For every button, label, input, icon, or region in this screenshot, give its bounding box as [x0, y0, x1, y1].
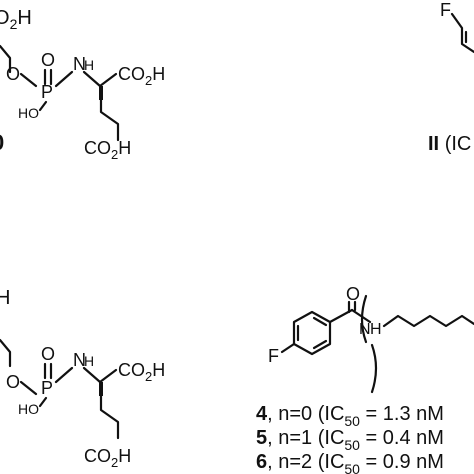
bottom-right-structure: F O H N 4, n=0 (IC50 = 1.3 nM 5, n=1 (IC… — [256, 284, 474, 474]
chain-bond — [0, 44, 12, 74]
side-chain-bonds — [99, 98, 120, 142]
co2h-label-side-2: CO2H — [84, 446, 131, 470]
p-n-bond-2 — [54, 366, 74, 384]
nh-hydrogen-label-2: H — [84, 353, 94, 369]
compound-label-partial: 0 — [0, 130, 4, 155]
phosphoryl-oxygen-label: O — [41, 50, 55, 70]
carbonyl-oxygen-label: O — [346, 284, 360, 304]
n-calpha-bond — [82, 70, 102, 88]
calpha-cooh-bond — [98, 72, 118, 88]
fluorine-label: F — [268, 346, 279, 366]
amide-nh-label: H — [370, 321, 382, 338]
c-f-bond — [280, 342, 296, 354]
ester-oxygen-label-2: O — [6, 372, 20, 392]
compound-ii-label: II (IC — [428, 133, 471, 155]
phosphorus-label-2: P — [41, 378, 53, 398]
calpha-cooh-bond-2 — [98, 368, 118, 384]
nitrogen-label-2: N — [73, 350, 86, 370]
co2h-label-alpha: CO2H — [118, 64, 165, 88]
p-n-bond — [54, 70, 74, 88]
compound-series-list: 4, n=0 (IC50 = 1.3 nM 5, n=1 (IC50 = 0.4… — [256, 403, 444, 474]
bottom-left-structure: H O O P HO N H CO2H CO2H — [0, 287, 165, 470]
n-calpha-bond-2 — [82, 366, 102, 384]
stereo-wedge-2 — [99, 382, 103, 396]
p-oh-bond-2 — [38, 396, 48, 408]
co2h-label-alpha-2: CO2H — [118, 360, 165, 384]
fluorophenyl-ring — [292, 310, 332, 356]
o-p-bond — [19, 72, 38, 88]
chain-bond-2 — [0, 338, 12, 368]
ring-inner-bond-2 — [312, 316, 328, 327]
phosphoryl-oxygen-label-2: O — [41, 344, 55, 364]
co2h-top-partial: O2H — [0, 7, 32, 32]
compound-6-label: 6, n=2 (IC50 = 0.9 nM — [256, 451, 444, 474]
o-p-bond-2 — [19, 380, 38, 396]
repeat-paren-bottom — [370, 343, 378, 394]
repeat-paren-open — [360, 294, 368, 344]
side-chain-bonds-2 — [99, 394, 120, 440]
p-oh-bond — [38, 100, 48, 112]
nh-hydrogen-label: H — [84, 57, 94, 73]
amide-n-label: N — [359, 321, 371, 338]
phosphorus-label: P — [41, 82, 53, 102]
cooh-h-partial: H — [0, 287, 10, 309]
hydroxyl-label: HO — [18, 105, 39, 121]
compound-4-label: 4, n=0 (IC50 = 1.3 nM — [256, 403, 444, 429]
top-right-structure: F II (IC — [428, 0, 474, 155]
compound-5-label: 5, n=1 (IC50 = 0.4 nM — [256, 427, 444, 453]
alkyl-chain — [382, 314, 474, 328]
stereo-wedge — [99, 86, 103, 100]
top-left-structure: O2H O O P HO N H CO2H CO2H 0 — [0, 7, 165, 162]
ester-oxygen-label: O — [6, 64, 20, 84]
fluorophenyl-ring-partial — [450, 12, 474, 54]
ring-inner-bond-3 — [312, 339, 328, 350]
hydroxyl-label-2: HO — [18, 401, 39, 417]
fluorine-label-top: F — [440, 0, 451, 20]
nitrogen-label: N — [73, 54, 86, 74]
co2h-label-side: CO2H — [84, 138, 131, 162]
